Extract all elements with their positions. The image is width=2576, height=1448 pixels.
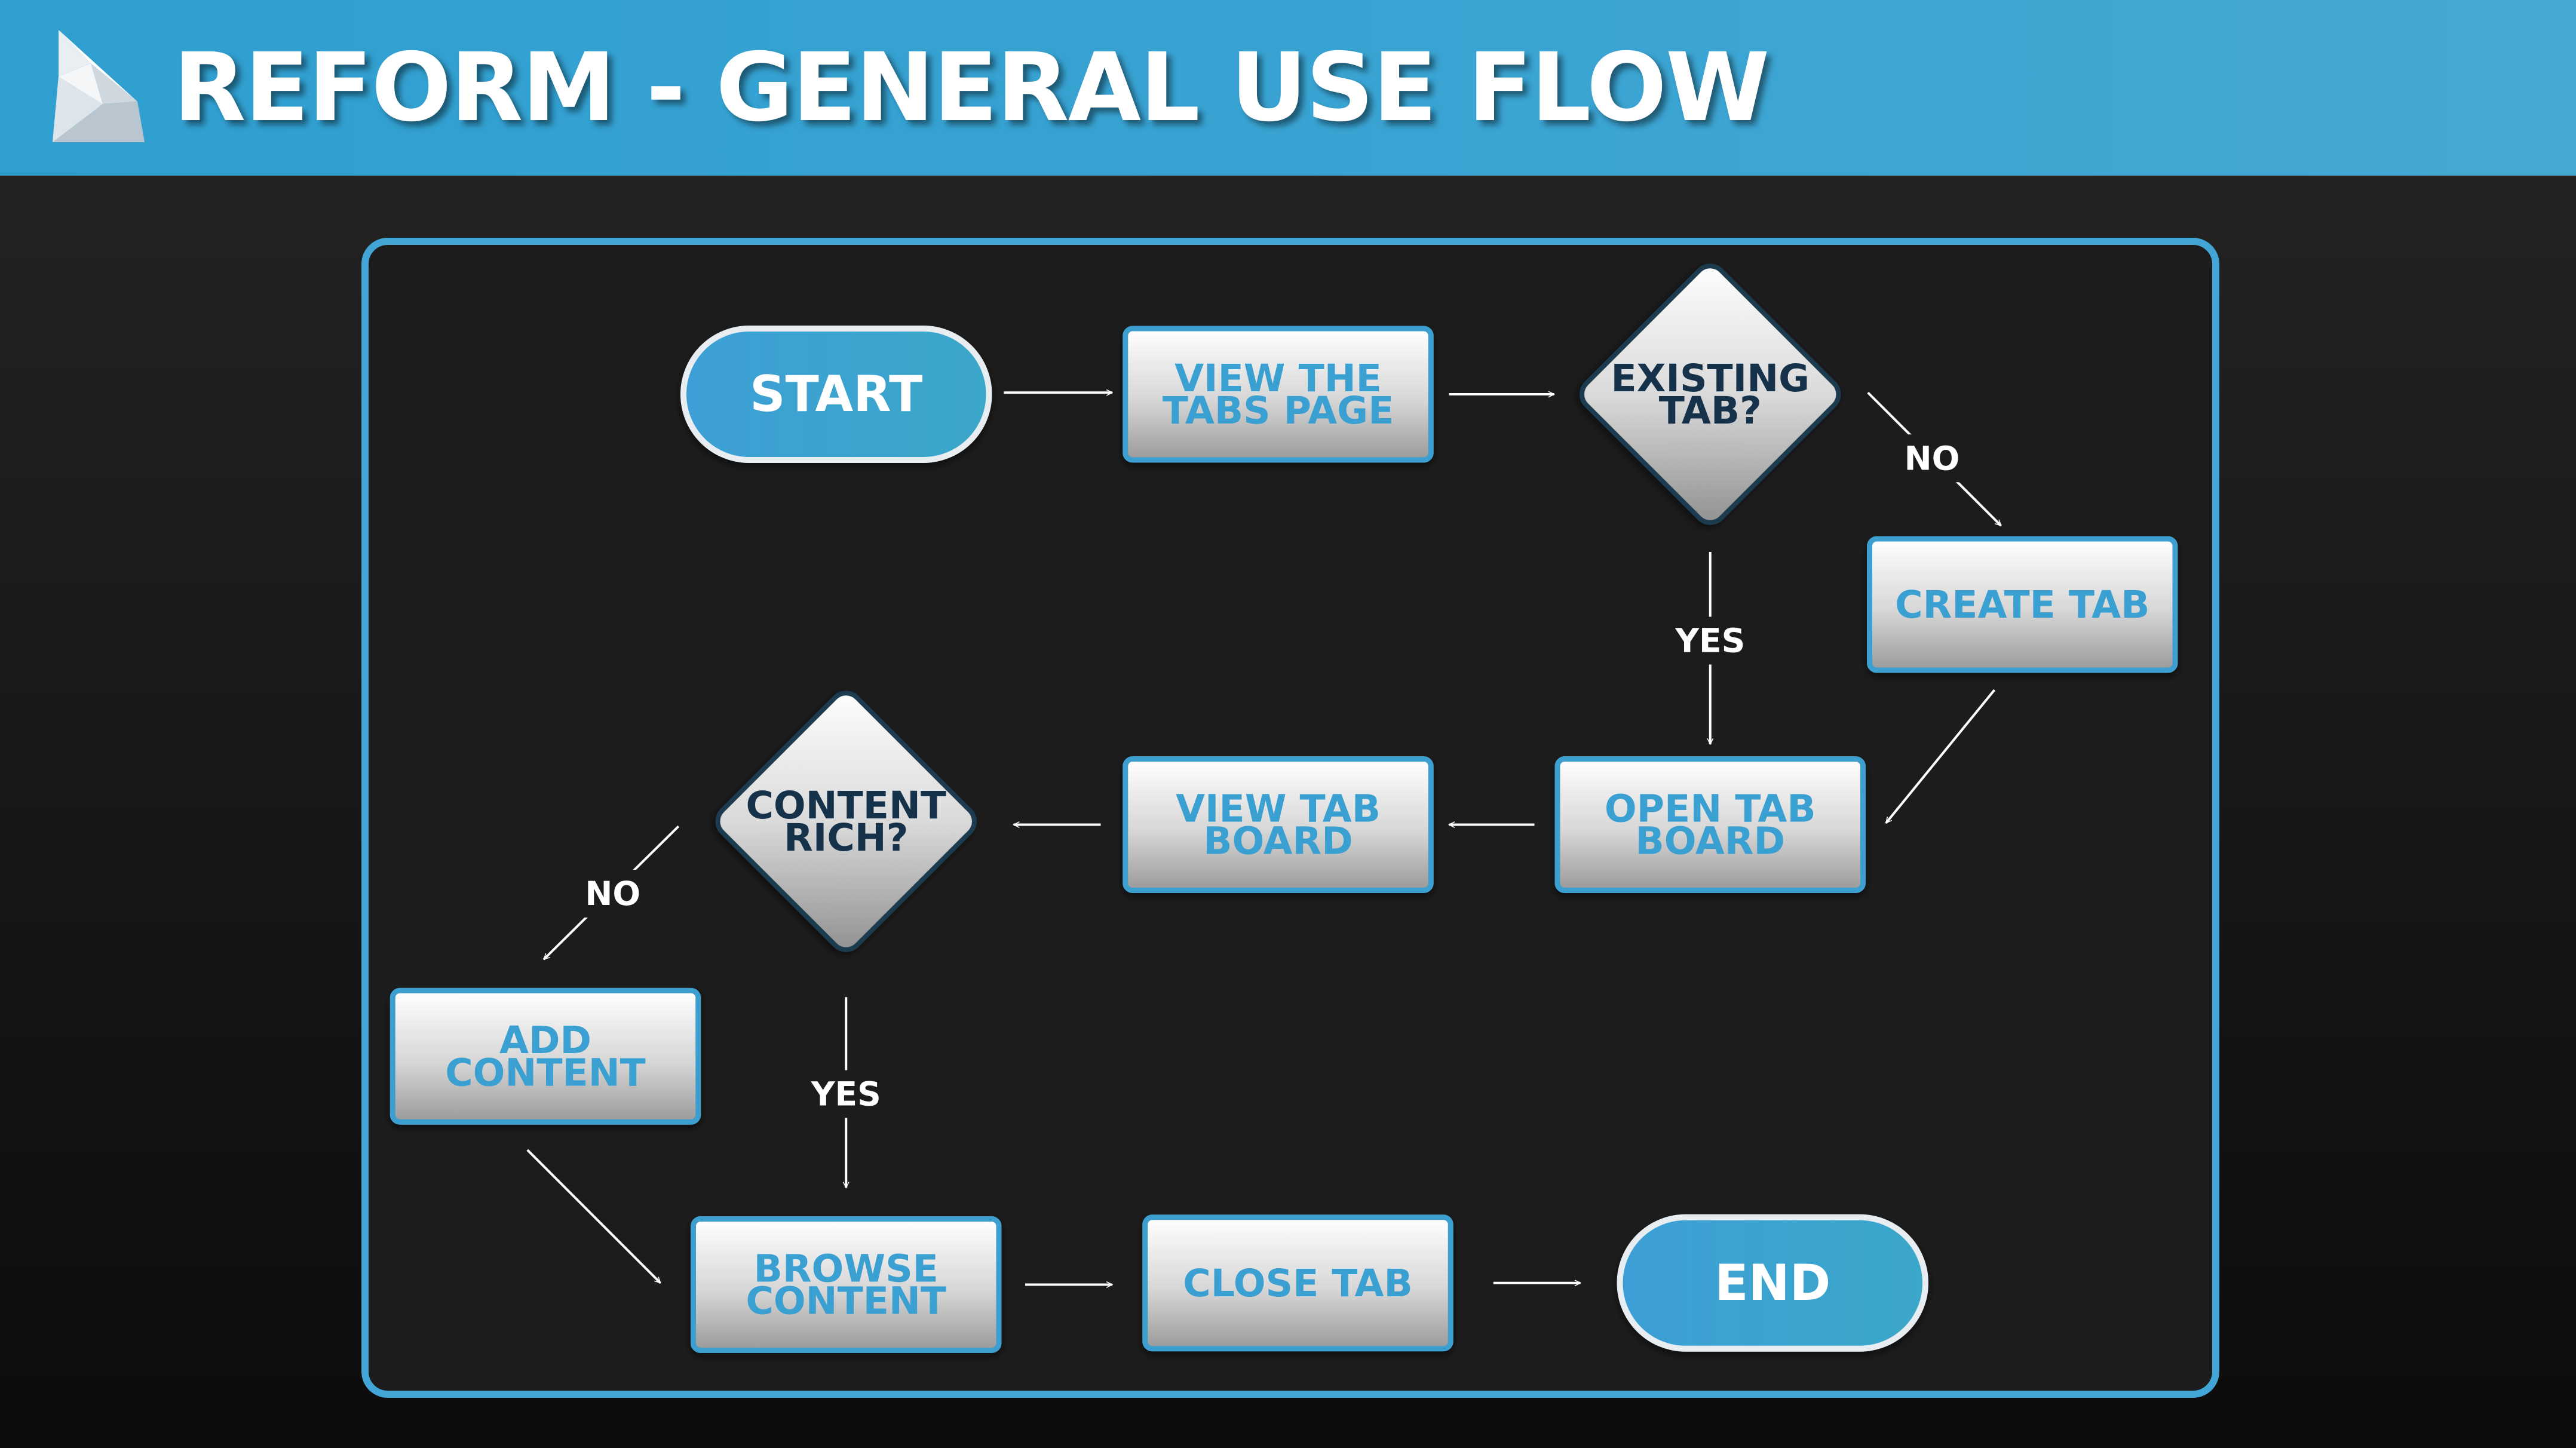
process-box [390,987,701,1125]
node-label-view-tab-board: VIEW TAB [1176,786,1381,830]
node-label-add-content: ADD [499,1018,591,1062]
node-label-existing-tab: EXISTING [1611,356,1810,400]
decision-diamond [715,691,977,952]
edge-label-bg [1895,434,1969,483]
node-label-close-tab: CLOSE TAB [1183,1261,1412,1305]
node-end: END [1617,1214,1928,1352]
node-label-existing-tab: TAB? [1659,388,1762,432]
terminal-shape [680,326,992,463]
node-label-content-rich: RICH? [784,815,908,860]
decision-diamond [1580,263,1841,525]
node-start: START [680,326,992,463]
node-label-start: START [750,366,922,423]
reform-logo-icon [53,30,145,142]
node-label-browse-content: BROWSE [754,1246,939,1290]
process-box [1123,326,1434,463]
edge-label-bg [575,870,650,918]
node-close-tab: CLOSE TAB [1142,1214,1453,1352]
node-label-open-tab-board: OPEN TAB [1605,786,1816,830]
node-label-content-rich: CONTENT [746,783,946,827]
page-title: REFORM - GENERAL USE FLOW [173,33,1770,143]
arrow-create-tab-to-open-tab-board [1885,689,1996,823]
header-bar: REFORM - GENERAL USE FLOW [0,0,2576,176]
process-box [691,1216,1002,1353]
edge-label-yes: YES [811,1075,881,1113]
edge-label-no: NO [1905,439,1960,477]
process-box [1142,1214,1453,1352]
edge-label-bg [809,1070,884,1118]
flow-edges: NO YES NO YES [526,392,2002,1284]
process-box [1554,756,1866,893]
node-label-create-tab: CREATE TAB [1895,582,2149,627]
process-box [1867,536,2178,673]
edge-label-yes: YES [1675,622,1745,660]
node-label-end: END [1715,1254,1830,1312]
node-label-browse-content: CONTENT [746,1279,946,1323]
node-create-tab: CREATE TAB [1867,536,2178,673]
process-box [1123,756,1434,893]
node-label-view-tab-board: BOARD [1203,819,1353,863]
node-label-view-tabs-page: TABS PAGE [1163,388,1394,432]
edge-label-no: NO [585,875,640,913]
node-label-add-content: CONTENT [445,1050,646,1094]
arrow-add-content-to-browse-content [526,1149,661,1284]
terminal-shape [1617,1214,1928,1352]
node-label-open-tab-board: BOARD [1636,819,1785,863]
edge-label-bg [1673,616,1747,665]
node-label-view-tabs-page: VIEW THE [1174,356,1382,400]
